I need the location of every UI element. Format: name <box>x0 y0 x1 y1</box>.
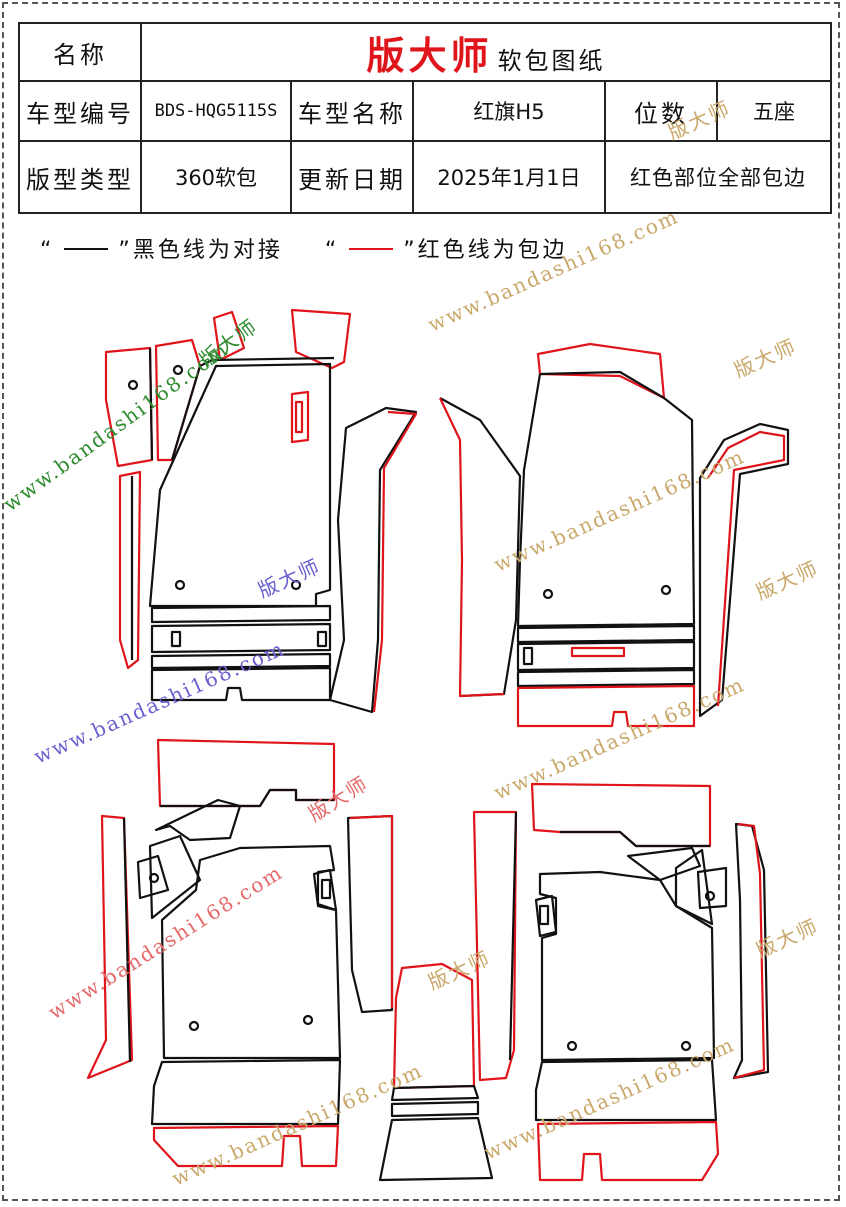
watermark-brand: 版大师 <box>664 96 734 145</box>
pattern-rear-right <box>472 782 770 1182</box>
watermark-brand: 版大师 <box>424 946 494 995</box>
model-name-label: 车型名称 <box>290 80 414 142</box>
spec-table: 名称 版大师 软包图纸 车型编号 BDS-HQG5115S 车型名称 红旗H5 … <box>18 22 833 214</box>
watermark-brand: 版大师 <box>730 334 800 383</box>
type-label: 版型类型 <box>18 140 142 214</box>
line-legend: “”黑色线为对接 “”红色线为包边 <box>40 232 568 264</box>
pattern-front-right <box>439 342 790 728</box>
watermark-brand: 版大师 <box>195 314 263 372</box>
update-date-value: 2025年1月1日 <box>412 140 606 214</box>
watermark-brand: 版大师 <box>254 554 324 603</box>
brand-title: 版大师 <box>366 33 493 78</box>
watermark-url: www.bandashi168.com <box>0 337 233 516</box>
legend-red-line <box>349 248 394 250</box>
model-code-label: 车型编号 <box>18 80 142 142</box>
edge-note: 红色部位全部包边 <box>603 140 833 214</box>
watermark-url: www.bandashi168.com <box>480 1032 738 1165</box>
name-label: 名称 <box>18 22 142 82</box>
update-label: 更新日期 <box>290 140 414 214</box>
type-value: 360软包 <box>140 140 292 214</box>
model-name-value: 红旗H5 <box>412 80 606 142</box>
model-code-value: BDS-HQG5115S <box>140 80 292 142</box>
watermark-url: www.bandashi168.com <box>490 444 748 577</box>
doc-title: 软包图纸 <box>497 46 606 75</box>
seats-label: 位数 <box>604 80 718 142</box>
watermark-brand: 版大师 <box>752 556 822 605</box>
legend-quote-close-2: ” <box>403 238 418 263</box>
legend-red-text: 红色线为包边 <box>417 238 568 263</box>
legend-black-text: 黑色线为对接 <box>132 238 283 263</box>
legend-quote-open-2: “ <box>324 238 340 263</box>
pattern-center-tunnel <box>378 962 494 1182</box>
watermark-url: www.bandashi168.com <box>424 204 682 337</box>
legend-quote-open: “ <box>40 238 55 263</box>
watermark-brand: 版大师 <box>752 914 822 963</box>
seats-value: 五座 <box>715 80 833 142</box>
legend-quote-close: ” <box>118 238 133 263</box>
title-cell: 版大师 软包图纸 <box>139 22 833 82</box>
pattern-front-left <box>104 308 418 714</box>
pattern-rear-left <box>86 738 394 1168</box>
legend-black-line <box>64 248 109 250</box>
